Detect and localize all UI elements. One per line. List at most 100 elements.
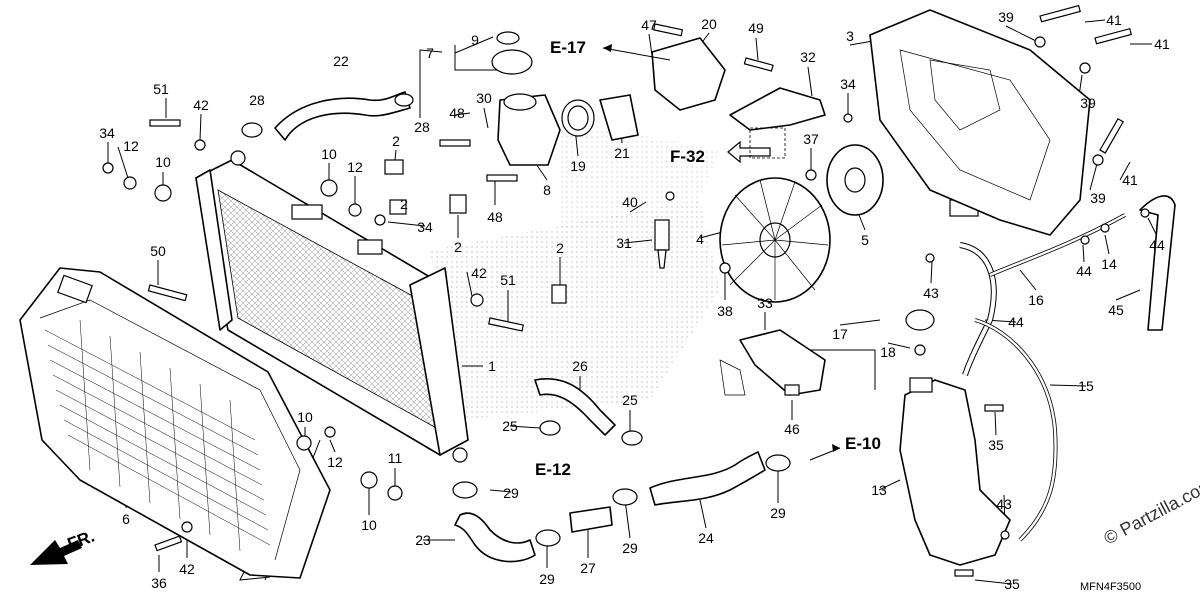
callout-35: 35 — [988, 437, 1004, 453]
fan-assembly — [719, 87, 979, 303]
radiator — [195, 150, 469, 463]
callout-31: 31 — [616, 235, 632, 251]
callout-16: 16 — [1028, 292, 1044, 308]
callout-10: 10 — [297, 409, 313, 425]
callout-2: 2 — [454, 239, 462, 255]
hoses — [274, 91, 1176, 563]
callout-17: 17 — [832, 326, 848, 342]
callout-34: 34 — [840, 76, 856, 92]
callout-1: 1 — [488, 358, 496, 374]
watermark: © Partzilla.com — [1100, 474, 1200, 549]
callout-22: 22 — [333, 53, 349, 69]
callout-43: 43 — [996, 496, 1012, 512]
front-arrow-icon — [30, 540, 82, 565]
callout-18: 18 — [880, 344, 896, 360]
callout-51: 51 — [500, 272, 516, 288]
callout-39: 39 — [1080, 95, 1096, 111]
callout-42: 42 — [193, 97, 209, 113]
callout-43: 43 — [923, 285, 939, 301]
callout-48: 48 — [487, 209, 503, 225]
callout-5: 5 — [861, 232, 869, 248]
callout-49: 49 — [748, 20, 764, 36]
callout-14: 14 — [1101, 256, 1117, 272]
callout-29: 29 — [539, 571, 555, 587]
callout-32: 32 — [800, 49, 816, 65]
callout-41: 41 — [1154, 36, 1170, 52]
callout-15: 15 — [1078, 378, 1094, 394]
callout-44: 44 — [1076, 263, 1092, 279]
bracket — [719, 329, 826, 396]
callout-50: 50 — [150, 243, 166, 259]
callout-42: 42 — [471, 265, 487, 281]
callout-36: 36 — [151, 575, 167, 591]
thermostat-housing — [491, 31, 726, 166]
callout-30: 30 — [476, 90, 492, 106]
callout-20: 20 — [701, 16, 717, 32]
callout-2: 2 — [400, 196, 408, 212]
callout-29: 29 — [503, 485, 519, 501]
callout-23: 23 — [415, 532, 431, 548]
callout-12: 12 — [123, 138, 139, 154]
callout-12: 12 — [327, 454, 343, 470]
callout-40: 40 — [622, 194, 638, 210]
callout-10: 10 — [321, 146, 337, 162]
callout-12: 12 — [347, 159, 363, 175]
callout-37: 37 — [803, 131, 819, 147]
callout-29: 29 — [770, 505, 786, 521]
callout-3: 3 — [846, 28, 854, 44]
fan-shroud — [869, 9, 1091, 236]
callout-11: 11 — [388, 450, 403, 466]
radiator-shroud — [19, 267, 331, 579]
callout-27: 27 — [580, 560, 596, 576]
callout-2: 2 — [392, 133, 400, 149]
callout-6: 6 — [122, 511, 130, 527]
callout-41: 41 — [1106, 12, 1122, 28]
callout-48: 48 — [449, 105, 465, 121]
callout-4: 4 — [696, 231, 704, 247]
callout-44: 44 — [1008, 314, 1024, 330]
diagram-code: MFN4F3500 — [1080, 581, 1141, 593]
callout-47: 47 — [641, 17, 657, 33]
callout-24: 24 — [698, 530, 714, 546]
callout-51: 51 — [153, 81, 169, 97]
callout-29: 29 — [622, 540, 638, 556]
callout-38: 38 — [717, 303, 733, 319]
callout-25: 25 — [502, 418, 518, 434]
callout-2: 2 — [556, 240, 564, 256]
callout-21: 21 — [614, 145, 630, 161]
callout-10: 10 — [361, 517, 377, 533]
ref-f32: F-32 — [670, 147, 705, 166]
reference-arrows — [602, 44, 841, 461]
ref-e12: E-12 — [535, 460, 571, 479]
callout-34: 34 — [417, 219, 433, 235]
callout-13: 13 — [871, 482, 887, 498]
callout-28: 28 — [414, 119, 430, 135]
callout-39: 39 — [1090, 190, 1106, 206]
callout-10: 10 — [155, 154, 171, 170]
callout-42: 42 — [179, 561, 195, 577]
callout-41: 41 — [1122, 172, 1138, 188]
callout-7: 7 — [426, 45, 434, 61]
callout-28: 28 — [249, 92, 265, 108]
callout-46: 46 — [784, 421, 800, 437]
front-marker: FR. — [65, 527, 97, 554]
shading-area — [430, 200, 720, 420]
temperature-sensor — [654, 219, 670, 269]
callout-44: 44 — [1149, 237, 1165, 253]
callout-34: 34 — [99, 125, 115, 141]
callout-39: 39 — [998, 9, 1014, 25]
callout-8: 8 — [543, 182, 551, 198]
fasteners — [102, 4, 1150, 577]
shading-area-2 — [560, 120, 720, 230]
ref-e17: E-17 — [550, 38, 586, 57]
callout-19: 19 — [570, 158, 586, 174]
callout-26: 26 — [572, 358, 588, 374]
callout-35: 35 — [1004, 576, 1020, 592]
callout-9: 9 — [471, 32, 479, 48]
callout-25: 25 — [622, 392, 638, 408]
callout-45: 45 — [1108, 302, 1124, 318]
ref-e10: E-10 — [845, 434, 881, 453]
callout-33: 33 — [757, 295, 773, 311]
